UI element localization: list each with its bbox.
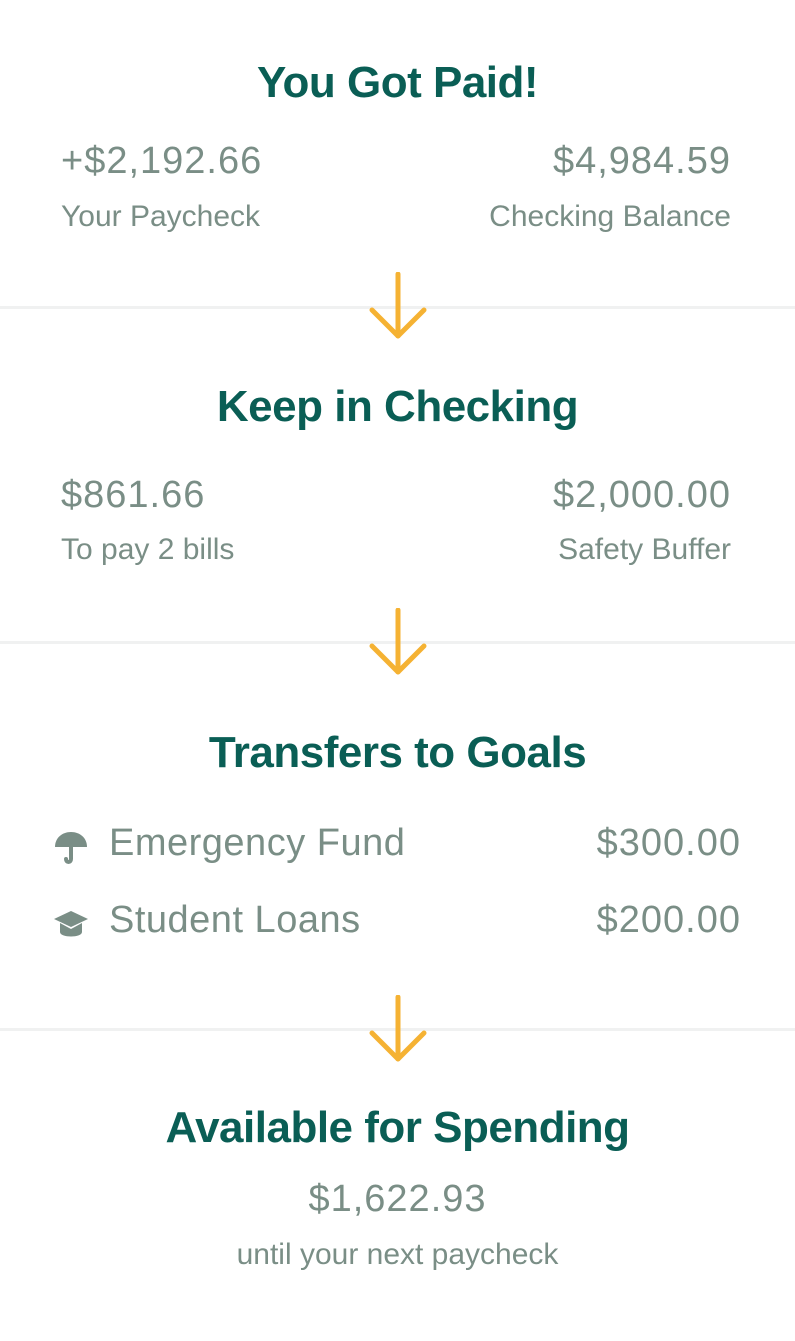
arrow-down-icon — [369, 608, 427, 675]
goal-name: Student Loans — [109, 899, 361, 941]
bills-amount: $861.66 — [61, 474, 206, 516]
keep-in-checking-title: Keep in Checking — [216, 382, 579, 431]
goal-name: Emergency Fund — [109, 822, 406, 864]
graduation-cap-icon — [54, 911, 88, 937]
arrow-down-icon — [369, 995, 427, 1062]
available-for-spending-title: Available for Spending — [165, 1103, 630, 1152]
paycheck-label: Your Paycheck — [61, 200, 261, 233]
paycheck-title: You Got Paid! — [256, 58, 539, 107]
arrow-down-icon — [369, 272, 427, 339]
bills-label: To pay 2 bills — [61, 533, 235, 566]
goal-amount: $300.00 — [596, 822, 741, 864]
goal-amount: $200.00 — [596, 899, 741, 941]
safety-buffer-amount: $2,000.00 — [552, 474, 731, 516]
goal-row-emergency-fund: Emergency Fund $300.00 — [0, 822, 795, 872]
checking-balance-label: Checking Balance — [489, 200, 731, 233]
safety-buffer-label: Safety Buffer — [558, 533, 731, 566]
checking-balance-amount: $4,984.59 — [552, 140, 731, 182]
spending-amount: $1,622.93 — [308, 1178, 487, 1220]
umbrella-icon — [55, 832, 87, 864]
paycheck-amount: +$2,192.66 — [61, 140, 263, 182]
goal-row-student-loans: Student Loans $200.00 — [0, 899, 795, 949]
spending-subtitle: until your next paycheck — [236, 1238, 559, 1271]
transfers-to-goals-title: Transfers to Goals — [208, 728, 587, 777]
